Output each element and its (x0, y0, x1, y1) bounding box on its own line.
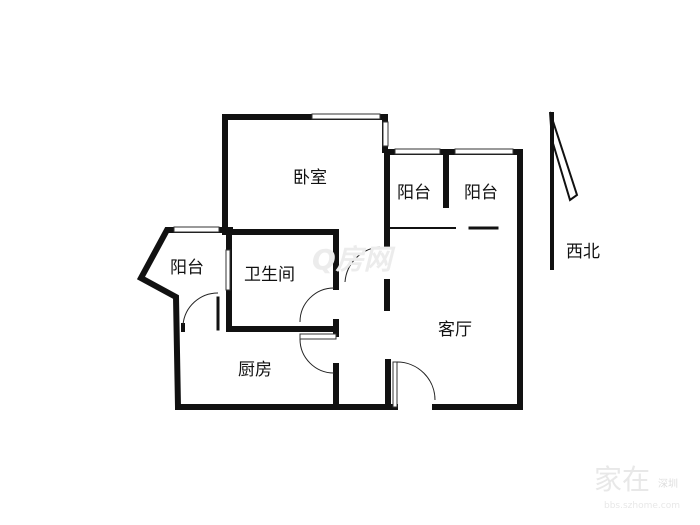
left-balcony-window (173, 226, 220, 233)
balcony-window-2 (454, 148, 514, 155)
room-label-living-room: 客厅 (438, 320, 472, 340)
compass-arrow-icon (549, 111, 579, 270)
bathroom-top-wall (226, 229, 339, 290)
room-label-balcony-left: 阳台 (170, 258, 204, 278)
bathroom-door-swing (299, 287, 335, 323)
kitchen-door-frame (299, 333, 337, 340)
balcony-door-swing (182, 292, 219, 326)
watermark-url: bbs.szhome.com (604, 501, 680, 511)
watermark-center: Q房网 (312, 243, 392, 276)
door-swings (182, 246, 436, 401)
balcony-living-outer-wall (384, 149, 523, 410)
kitchen-door-swing (299, 338, 335, 374)
balcony-window-1 (394, 148, 441, 155)
room-label-balcony-mid: 阳台 (397, 183, 431, 203)
watermark-city: 深圳 (658, 479, 678, 490)
compass-label: 西北 (566, 242, 600, 262)
watermark-brand: 家在 (594, 463, 651, 496)
walls (136, 114, 523, 411)
bedroom-window (311, 113, 381, 120)
entry-door-frame (392, 361, 398, 408)
windows (173, 113, 514, 408)
room-label-bathroom: 卫生间 (244, 265, 295, 285)
room-label-bedroom: 卧室 (293, 168, 327, 188)
bedroom-side-window (382, 121, 389, 147)
room-label-kitchen: 厨房 (238, 360, 272, 380)
room-label-balcony-right: 阳台 (464, 183, 498, 203)
bedroom-door-swing (344, 246, 381, 283)
entry-door-swing (396, 361, 436, 401)
bathroom-window (225, 249, 231, 291)
